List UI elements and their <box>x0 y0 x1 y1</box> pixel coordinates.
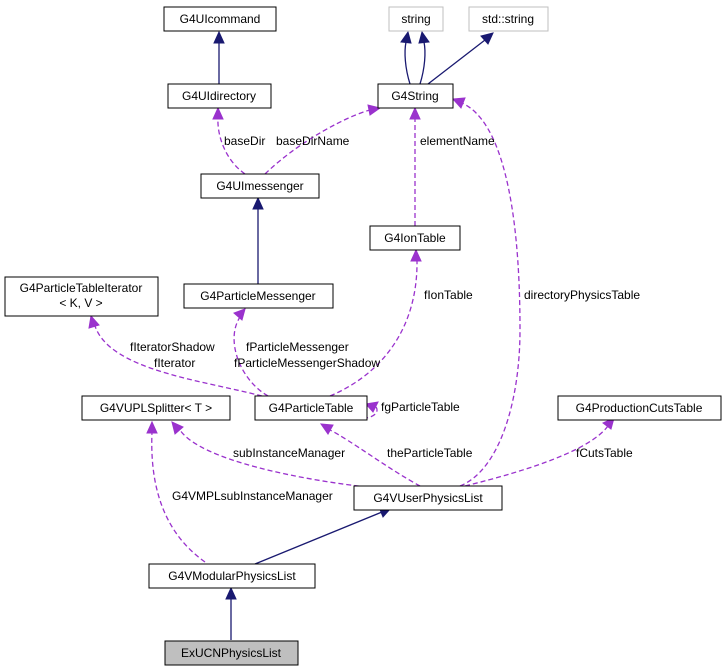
node-g4string[interactable]: G4String <box>377 83 454 109</box>
node-label: G4String <box>391 89 438 103</box>
edge-fiterator <box>88 314 263 397</box>
edge-label-subinstancemanager: subInstanceManager <box>233 446 345 460</box>
node-exucnphysicslist[interactable]: ExUCNPhysicsList <box>164 640 299 666</box>
edge-g4particlemessenger-to-g4uimessenger <box>252 196 264 284</box>
node-label: G4ParticleTable <box>269 401 354 415</box>
edge-exucnphysicslist-to-g4vmodularphysicslist <box>225 586 237 640</box>
node-label: G4UImessenger <box>216 179 303 193</box>
edge-directoryphysicstable <box>451 97 521 487</box>
node-label: string <box>401 12 430 26</box>
node-string[interactable]: string <box>388 6 444 32</box>
node-label-line1: G4ParticleTableIterator <box>20 281 143 295</box>
edge-g4uidirectory-to-g4uicommand <box>213 30 225 84</box>
node-g4particletableiterator[interactable]: G4ParticleTableIterator < K, V > <box>4 276 159 317</box>
edge-label-basedir: baseDir <box>224 134 265 148</box>
node-g4uimessenger[interactable]: G4UImessenger <box>200 173 320 199</box>
edge-basedir <box>212 106 246 175</box>
edge-label-g4vmplsubinstancemanager: G4VMPLsubInstanceManager <box>172 489 333 503</box>
edge-label-fiterator: fIterator <box>154 356 195 370</box>
edge-subinstancemanager <box>171 421 376 489</box>
node-std-string[interactable]: std::string <box>468 6 549 32</box>
edge-label-basedirname: baseDirName <box>276 134 350 148</box>
node-g4particlemessenger[interactable]: G4ParticleMessenger <box>183 283 334 309</box>
edge-label-elementname: elementName <box>420 134 495 148</box>
edge-g4string-to-std-string <box>427 32 494 85</box>
node-label-line2: < K, V > <box>59 296 102 310</box>
node-g4uicommand[interactable]: G4UIcommand <box>163 6 277 32</box>
edge-theparticletable <box>319 423 421 487</box>
node-g4iontable[interactable]: G4IonTable <box>369 225 461 251</box>
edge-label-directoryphysicstable: directoryPhysicsTable <box>524 288 640 302</box>
edge-label-fgparticletable: fgParticleTable <box>381 400 460 414</box>
node-label: G4VUPLSplitter< T > <box>100 401 212 415</box>
node-label: std::string <box>482 12 534 26</box>
node-label: G4IonTable <box>384 231 446 245</box>
edge-label-fiteratorshadow: fIteratorShadow <box>130 340 215 354</box>
node-label: G4VUserPhysicsList <box>373 491 483 505</box>
node-g4productioncutstable[interactable]: G4ProductionCutsTable <box>557 395 722 421</box>
edge-elementname <box>409 106 421 226</box>
edge-label-fiontable: fIonTable <box>424 288 473 302</box>
edge-label-theparticletable: theParticleTable <box>387 446 473 460</box>
node-label: G4ParticleMessenger <box>200 289 315 303</box>
node-g4uidirectory[interactable]: G4UIdirectory <box>167 83 272 109</box>
edge-fparticlemessenger <box>233 308 269 397</box>
edge-g4string-to-string <box>400 30 430 85</box>
edge-label-fparticlemessenger: fParticleMessenger <box>246 340 349 354</box>
edge-g4vmplsubinstancemanager <box>146 420 206 563</box>
node-g4vuplsplitter[interactable]: G4VUPLSplitter< T > <box>81 395 231 421</box>
edge-label-fparticlemessengershadow: fParticleMessengerShadow <box>234 356 380 370</box>
edge-label-fcutstable: fCutsTable <box>576 446 633 460</box>
edge-fiontable <box>329 248 422 397</box>
node-label: G4VModularPhysicsList <box>168 569 296 583</box>
node-g4particletable[interactable]: G4ParticleTable <box>254 395 368 421</box>
node-label: G4ProductionCutsTable <box>576 401 703 415</box>
node-label: G4UIdirectory <box>182 89 256 103</box>
node-g4vuserphysicslist[interactable]: G4VUserPhysicsList <box>353 485 503 511</box>
edge-basedirname <box>264 104 382 175</box>
node-g4vmodularphysicslist[interactable]: G4VModularPhysicsList <box>148 563 316 589</box>
edge-g4vmodularphysicslist-to-g4vuserphysicslist <box>254 506 393 565</box>
node-label: ExUCNPhysicsList <box>181 646 282 660</box>
node-label: G4UIcommand <box>180 12 261 26</box>
